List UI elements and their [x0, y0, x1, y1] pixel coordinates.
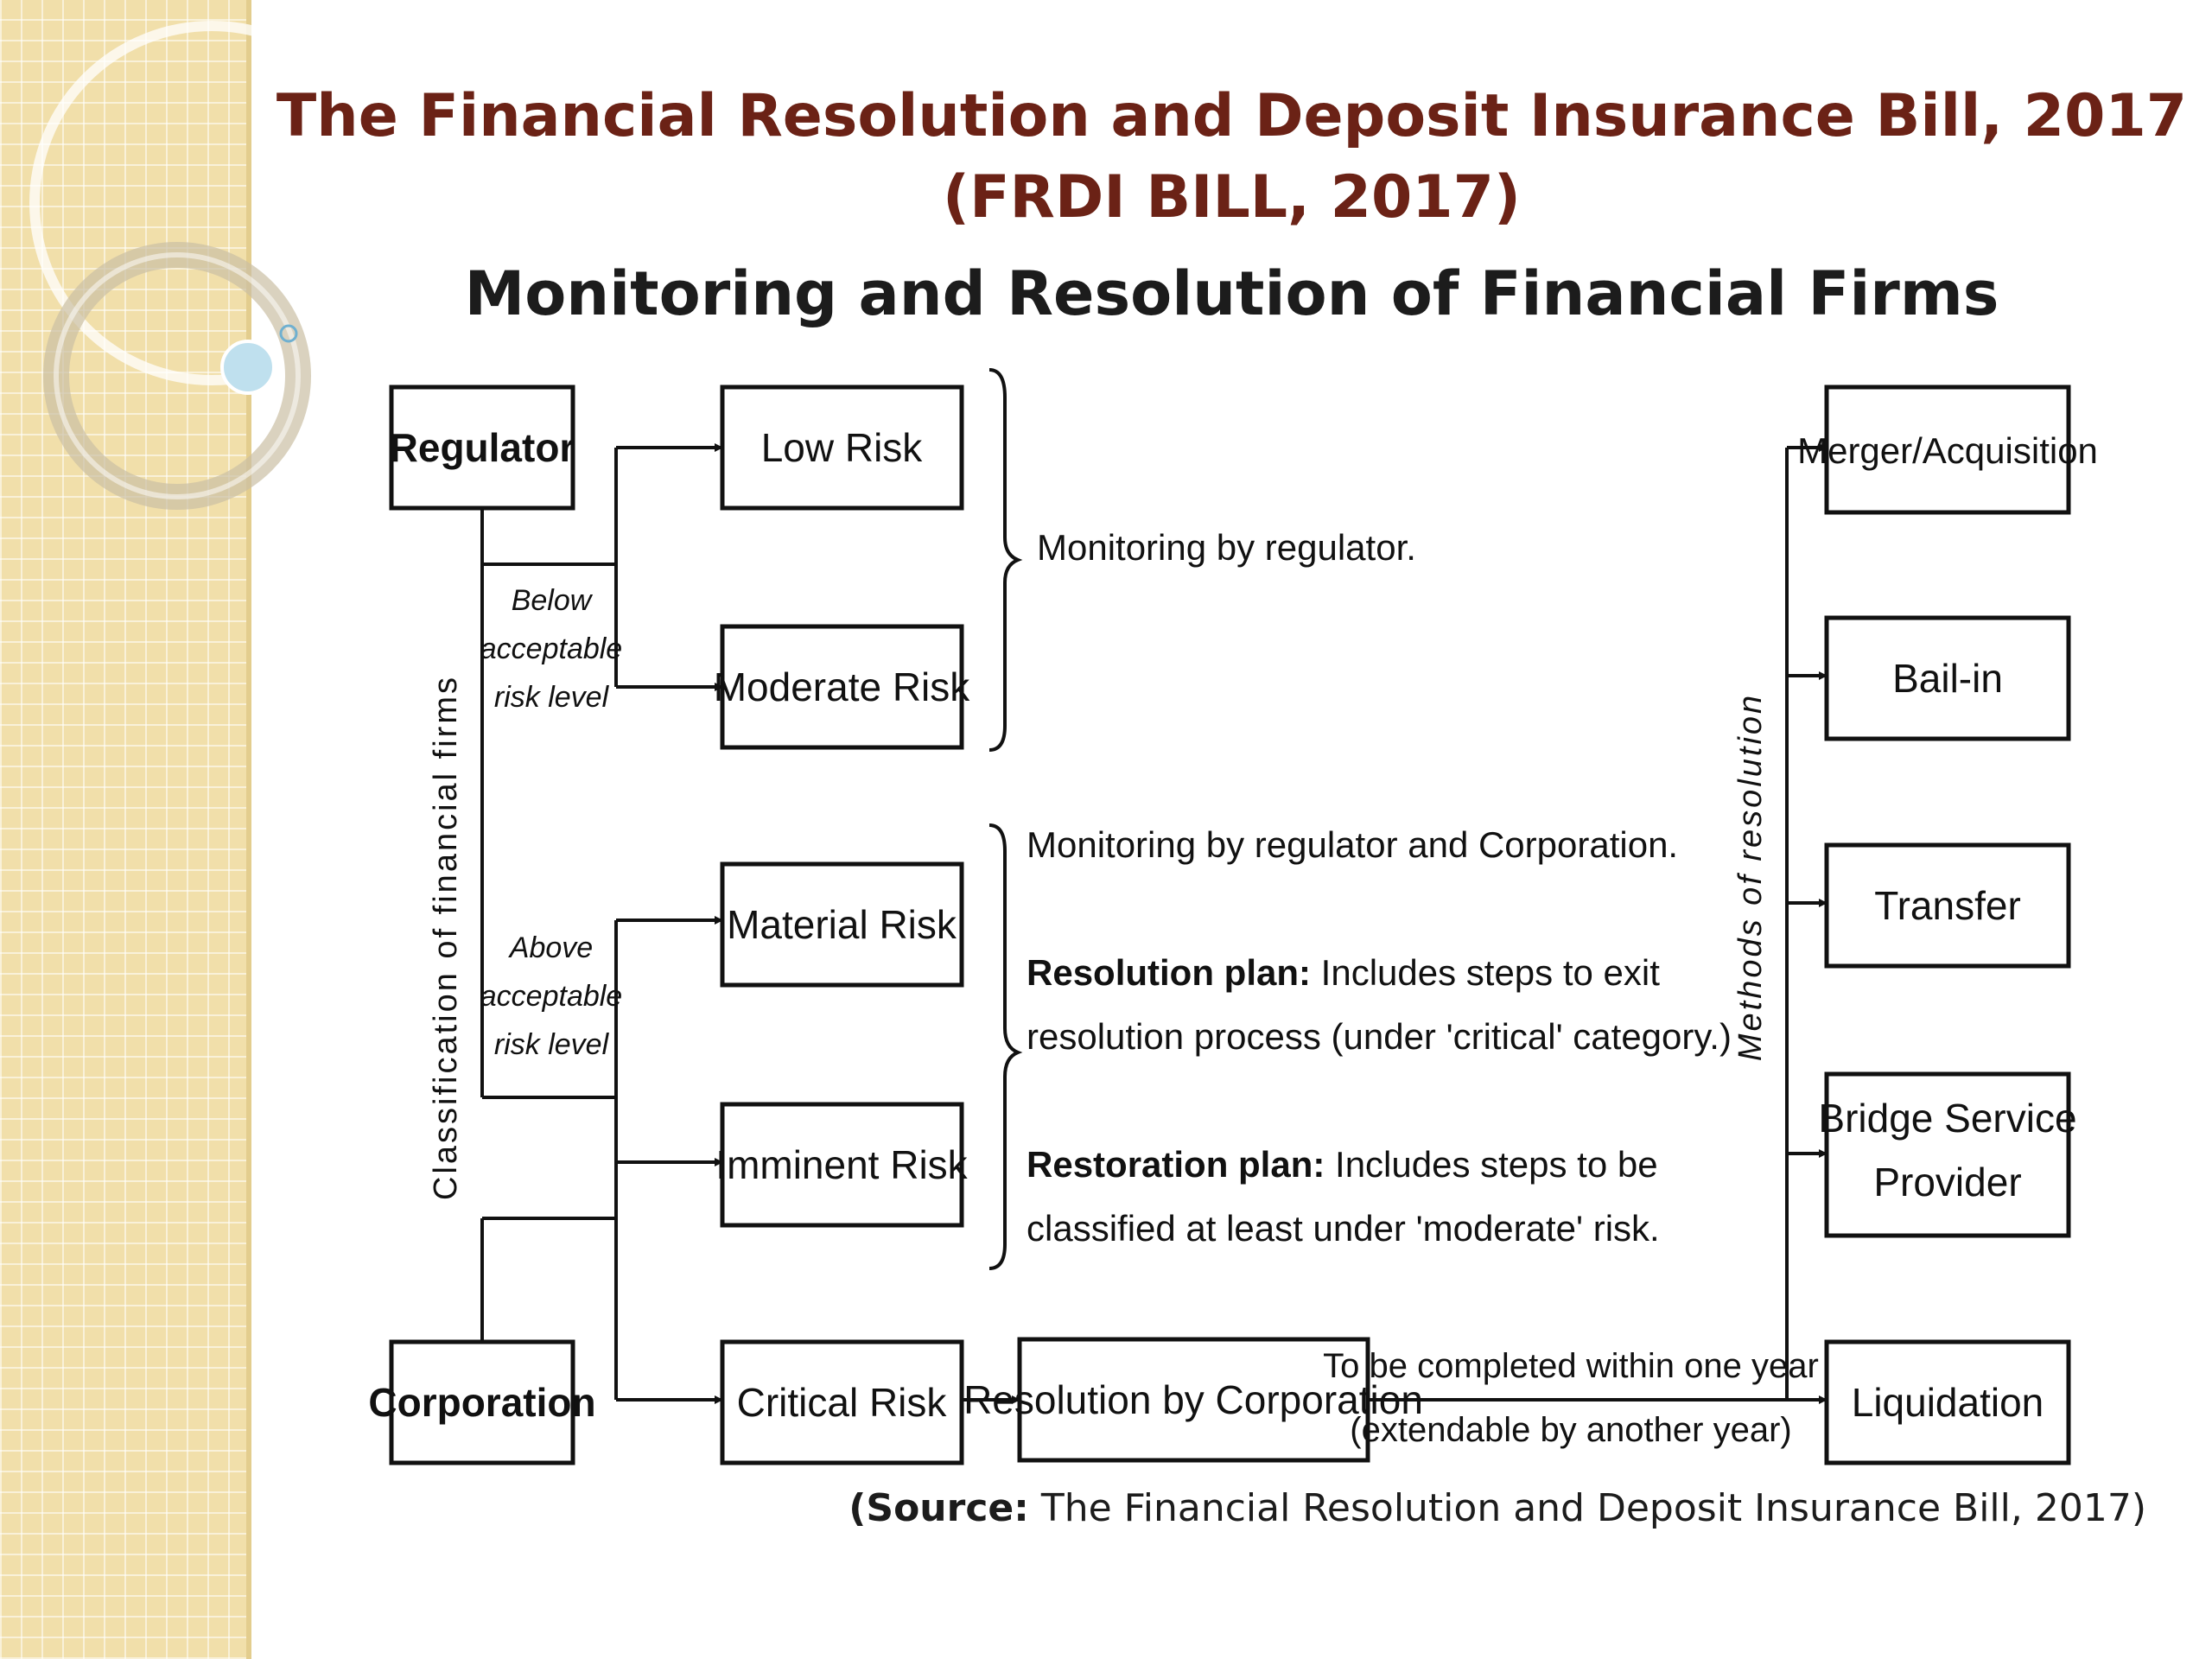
- imminent-risk-label: Imminent Risk: [715, 1142, 968, 1187]
- below-line-3: risk level: [494, 681, 610, 714]
- restoration-plan-text-1: Includes steps to be: [1325, 1144, 1657, 1185]
- sidebar-edge: [246, 0, 251, 1659]
- imminent-risk-box: [720, 1102, 964, 1228]
- source-citation: (Source: The Financial Resolution and De…: [849, 1486, 2146, 1530]
- monitoring-by-regulator: Monitoring by regulator.: [1037, 527, 1416, 568]
- corporation-label: Corporation: [368, 1380, 595, 1425]
- transfer-label: Transfer: [1874, 883, 2021, 928]
- slide-subtitle: Monitoring and Resolution of Financial F…: [464, 258, 1999, 329]
- above-line-2: acceptable: [480, 980, 622, 1013]
- restoration-plan-line-2: classified at least under 'moderate' ris…: [1027, 1208, 1660, 1249]
- corporation-box: [389, 1339, 575, 1465]
- critical-risk-label: Critical Risk: [737, 1380, 948, 1425]
- timeline-line-1: To be completed within one year: [1323, 1347, 1819, 1385]
- resolution-by-corporation-box: [1017, 1337, 1370, 1463]
- below-line-1: Below: [512, 584, 594, 617]
- critical-risk-box: [720, 1339, 964, 1465]
- material-risk-box: [720, 861, 964, 988]
- bail-in-box: [1824, 615, 2071, 741]
- bridge-service-provider-box: [1824, 1071, 2071, 1238]
- bail-in-label: Bail-in: [1892, 656, 2003, 701]
- restoration-plan-label: Restoration plan:: [1027, 1144, 1325, 1185]
- resolution-plan-line-2: resolution process (under 'critical' cat…: [1027, 1016, 1732, 1057]
- above-line-1: Above: [508, 931, 593, 964]
- title-line-2: (FRDI BILL, 2017): [943, 163, 1521, 232]
- material-risk-label: Material Risk: [727, 902, 957, 947]
- liquidation-box: [1824, 1339, 2071, 1465]
- source-label: (Source:: [849, 1486, 1029, 1530]
- timeline-line-2: (extendable by another year): [1350, 1411, 1791, 1449]
- brace-monitoring-regulator: [988, 368, 1023, 752]
- slide-title: The Financial Resolution and Deposit Ins…: [251, 76, 2212, 238]
- source-text: The Financial Resolution and Deposit Ins…: [1028, 1486, 2146, 1530]
- resolution-plan-label: Resolution plan:: [1027, 952, 1311, 993]
- monitoring-by-regulator-and-corporation: Monitoring by regulator and Corporation.: [1027, 824, 1678, 865]
- title-line-1: The Financial Resolution and Deposit Ins…: [276, 82, 2188, 150]
- regulator-label: Regulator: [390, 425, 575, 470]
- resolution-by-corporation-label: Resolution by Corporation: [963, 1377, 1423, 1422]
- methods-label: Methods of resolution: [1732, 693, 1769, 1061]
- brace-monitoring-both: [988, 823, 1023, 1270]
- transfer-box: [1824, 842, 2071, 969]
- classification-label: Classification of financial firms: [428, 675, 464, 1200]
- merger-box: [1824, 385, 2071, 515]
- low-risk-box: [720, 385, 964, 511]
- liquidation-label: Liquidation: [1852, 1380, 2044, 1425]
- moderate-risk-box: [720, 624, 964, 750]
- restoration-plan-line-1: Restoration plan: Includes steps to be: [1027, 1144, 1658, 1185]
- resolution-plan-line-1: Resolution plan: Includes steps to exit: [1027, 952, 1660, 993]
- bridge-label-line-2: Provider: [1873, 1160, 2021, 1205]
- merger-label: Merger/Acquisition: [1797, 430, 2098, 471]
- resolution-plan-text-1: Includes steps to exit: [1311, 952, 1660, 993]
- moderate-risk-label: Moderate Risk: [714, 664, 971, 709]
- above-line-3: risk level: [494, 1028, 610, 1061]
- below-line-2: acceptable: [480, 632, 622, 665]
- bridge-label-line-1: Bridge Service: [1818, 1096, 2076, 1141]
- low-risk-label: Low Risk: [761, 425, 924, 470]
- regulator-box: [389, 385, 575, 511]
